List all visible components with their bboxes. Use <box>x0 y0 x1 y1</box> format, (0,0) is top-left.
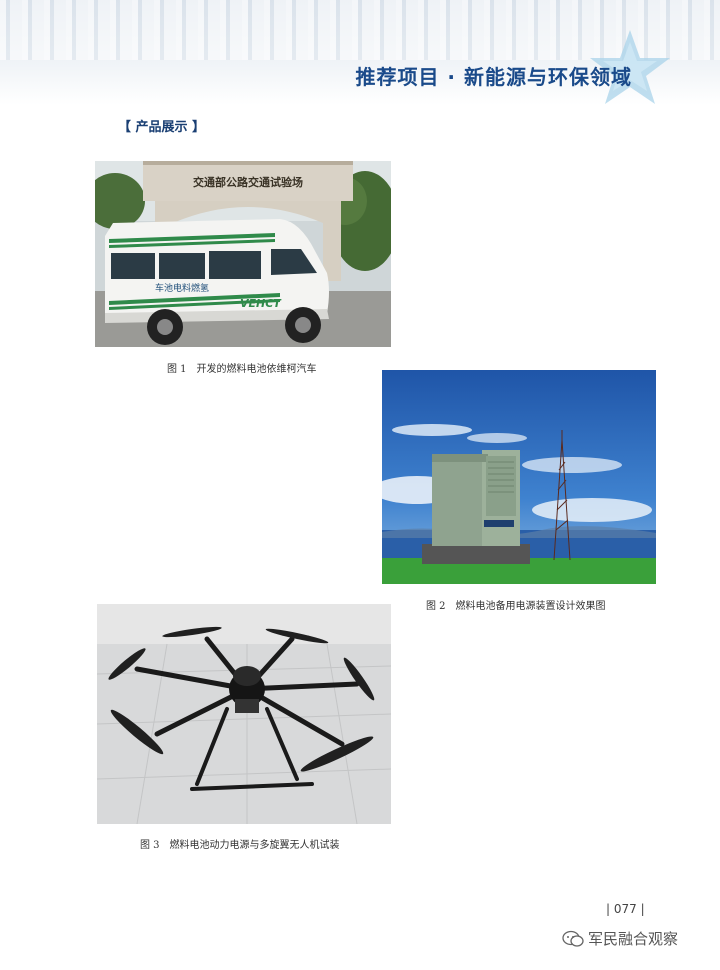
wechat-icon <box>562 930 584 947</box>
star-icon <box>590 30 670 104</box>
fuel-cell-van-photo: 交通部公路交通试验场 车池电料燃氢 VEHCT <box>95 161 391 347</box>
van-logo: VEHCT <box>240 297 282 310</box>
header-band <box>0 0 720 105</box>
page-number: | 077 | <box>606 902 645 916</box>
multirotor-drone-photo <box>97 604 391 824</box>
backup-power-device-photo <box>382 370 656 584</box>
figure-1-caption: 图 1 开发的燃料电池依维柯汽车 <box>167 364 317 375</box>
figure-3-caption: 图 3 燃料电池动力电源与多旋翼无人机试装 <box>140 840 340 851</box>
watermark-text: 军民融合观察 <box>588 930 679 948</box>
van-gate-sign: 交通部公路交通试验场 <box>193 175 303 189</box>
page-header-title: 推荐项目 · 新能源与环保领域 <box>355 65 632 89</box>
figure-2-caption: 图 2 燃料电池备用电源装置设计效果图 <box>426 601 606 612</box>
header-decoration <box>0 0 720 60</box>
watermark: 军民融合观察 <box>562 928 678 949</box>
van-side-text: 车池电料燃氢 <box>155 282 209 294</box>
section-heading: 【 产品展示 】 <box>118 120 206 135</box>
